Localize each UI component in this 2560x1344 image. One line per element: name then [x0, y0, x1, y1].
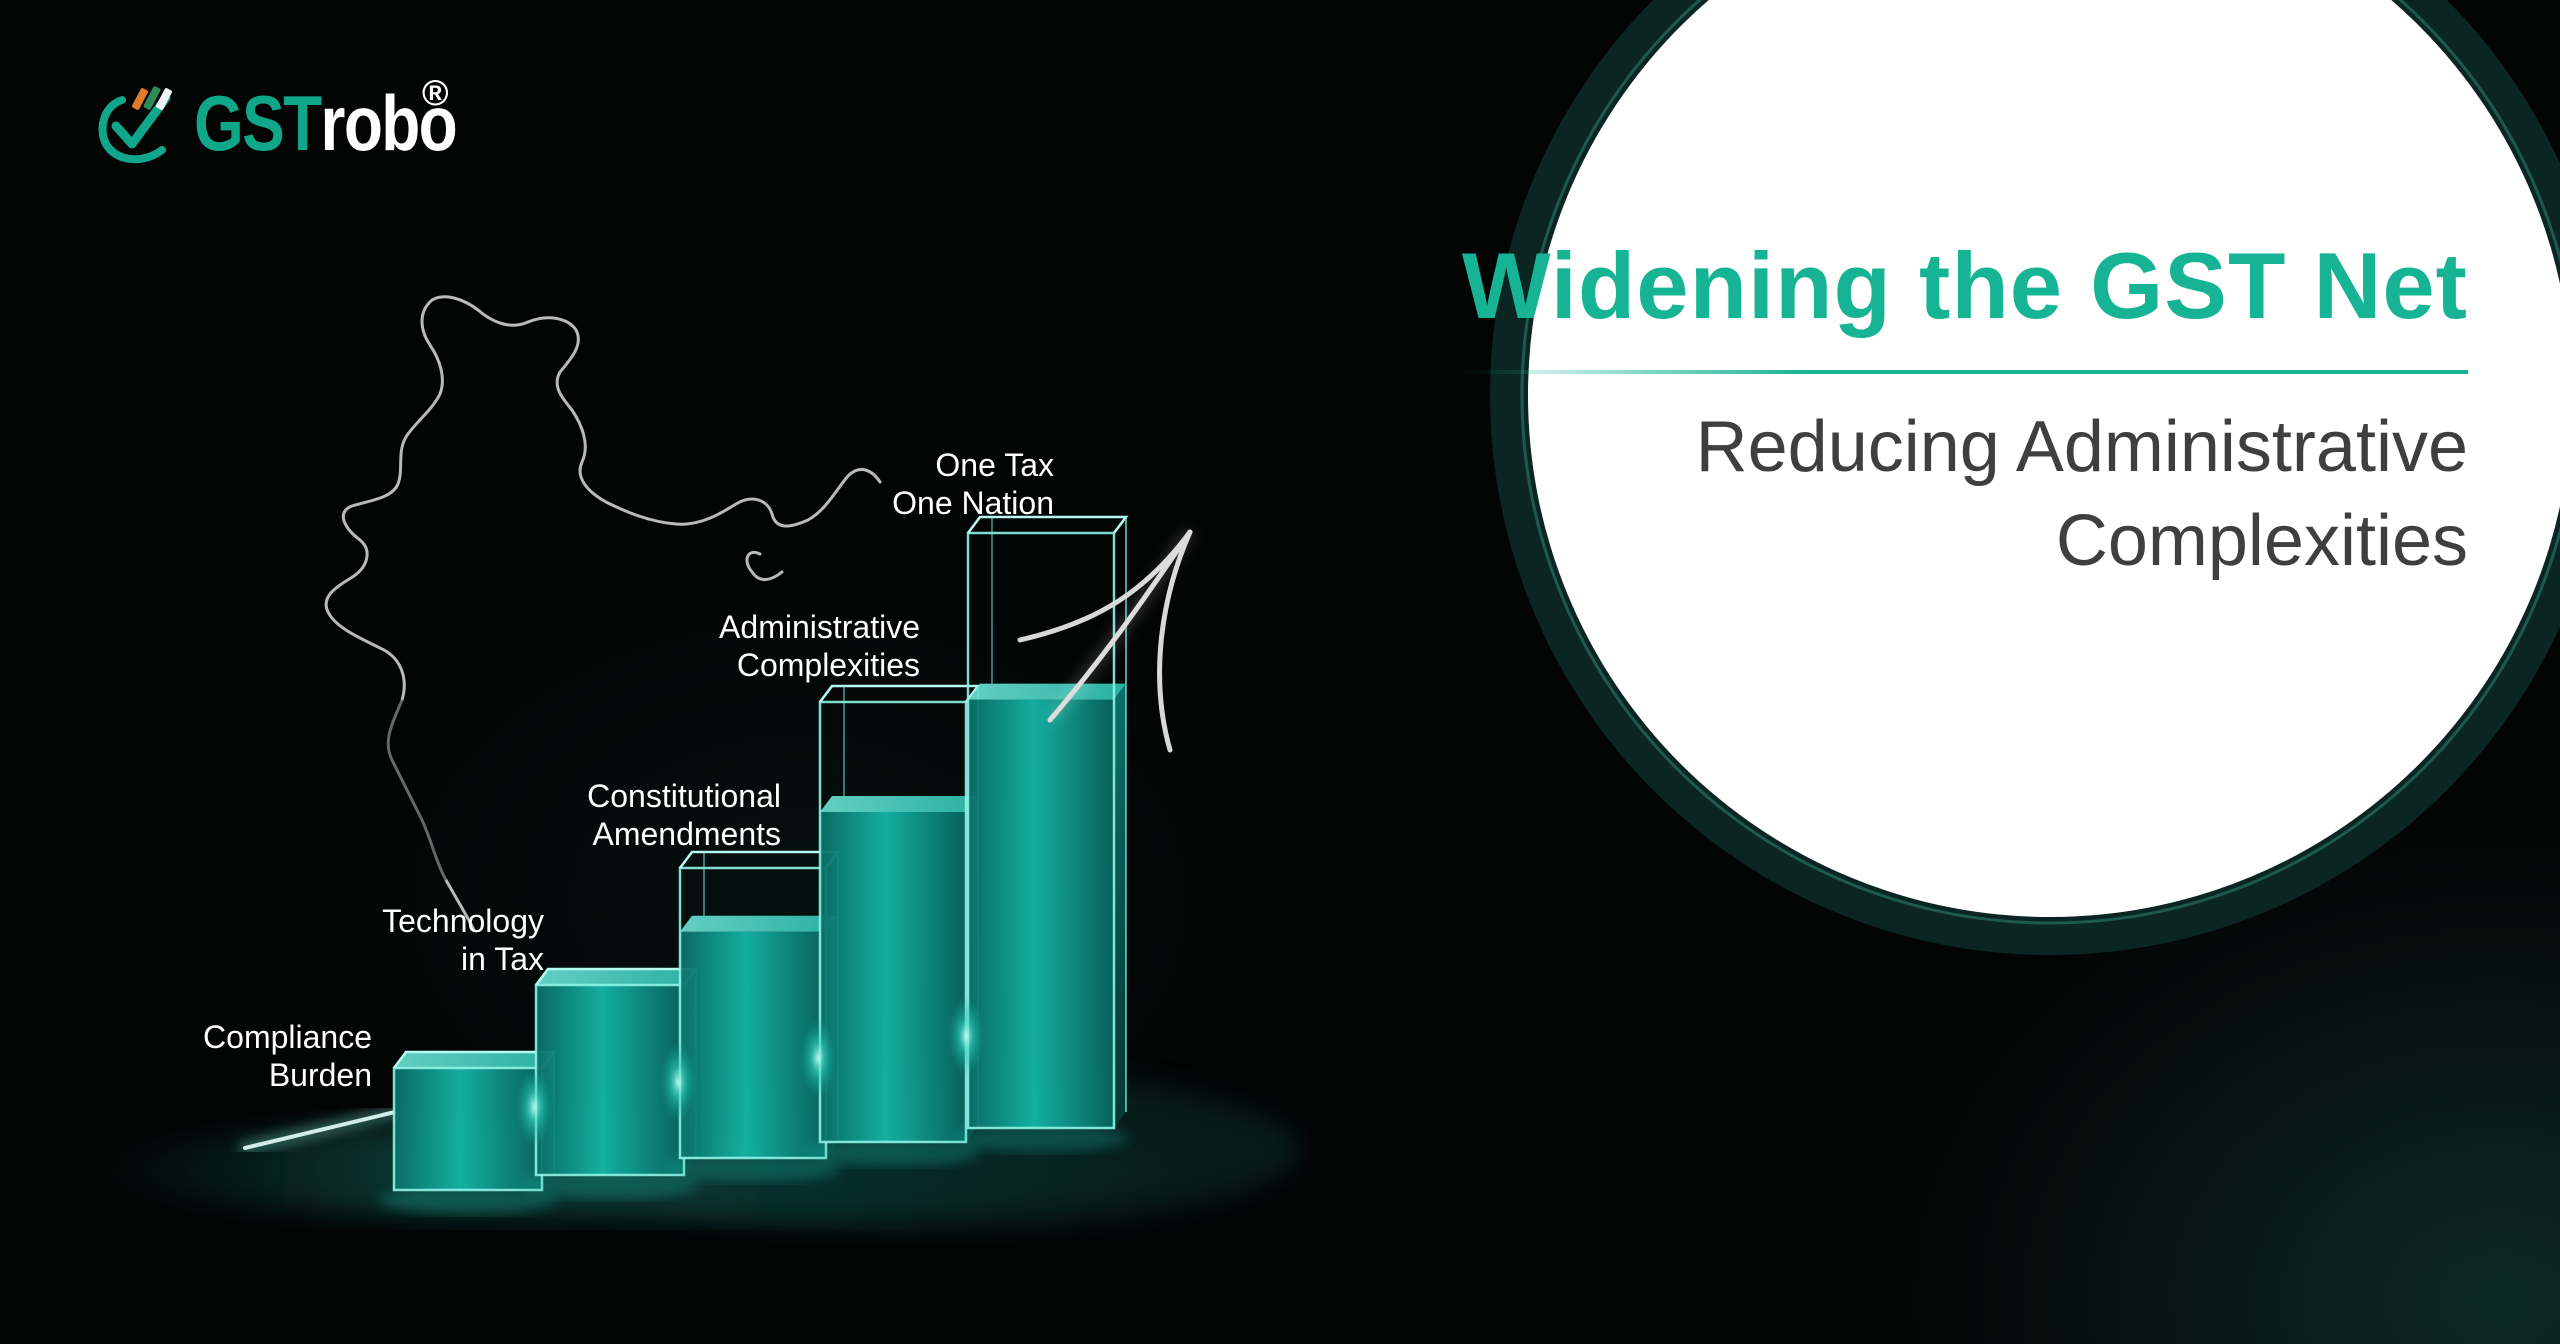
india-map-outline: [324, 295, 882, 932]
step-label-one-tax: One Tax One Nation: [892, 446, 1054, 522]
step-label-line: in Tax: [460, 941, 544, 977]
gstrobo-logo-icon: [98, 86, 172, 164]
bar-floor-glow: [805, 1138, 981, 1166]
step-label-line: Constitutional: [587, 778, 781, 814]
growth-arrow-icon: [1017, 528, 1196, 753]
bar-glow: [516, 1067, 552, 1147]
bar-glow: [800, 1018, 836, 1098]
bar-liquid-top: [536, 969, 696, 985]
bar-liquid-top: [680, 915, 838, 932]
subtitle-line-1: Reducing Administrative: [1695, 407, 2468, 487]
step-label-technology: Technology in Tax: [382, 902, 544, 978]
bar-floor-glow: [521, 1171, 699, 1199]
headline-subtitle: Reducing Administrative Complexities: [1696, 400, 2468, 588]
bar-liquid-top: [968, 683, 1126, 700]
step-label-line: One Nation: [892, 485, 1054, 521]
bar-liquid: [536, 985, 684, 1175]
bar-liquid: [968, 699, 1114, 1128]
step-label-constitutional: Constitutional Amendments: [587, 777, 781, 853]
step-label-line: One Tax: [935, 447, 1054, 483]
bar-floor-glow: [665, 1154, 841, 1182]
brand-name-gst: GST: [194, 78, 322, 167]
bar-liquid-top: [394, 1052, 554, 1068]
step-label-line: Complexities: [736, 647, 920, 683]
bar-floor-glow: [379, 1186, 557, 1214]
bar-chart: [379, 515, 1129, 1214]
bar-glass-front: [966, 531, 1116, 1130]
step-label-line: Amendments: [592, 816, 781, 852]
step-label-line: Administrative: [719, 609, 920, 645]
bar-liquid: [820, 812, 966, 1142]
bar-glass-front: [818, 700, 968, 1144]
step-label-compliance: Compliance Burden: [203, 1018, 372, 1094]
bar-liquid-top: [820, 796, 978, 812]
subtitle-line-2: Complexities: [2055, 501, 2468, 581]
bar-glow: [660, 1042, 696, 1122]
bar-glow: [948, 996, 984, 1076]
headline-title: Widening the GST Net: [1461, 233, 2468, 338]
bar-glass-top: [819, 684, 981, 703]
headline-divider: [1458, 370, 2468, 374]
step-label-line: Compliance: [203, 1019, 372, 1055]
step-label-administrative: Administrative Complexities: [719, 608, 920, 684]
bar-liquid-side: [1114, 683, 1126, 1128]
registered-mark: ®: [422, 72, 449, 113]
brand-name-robo: robo: [320, 78, 458, 167]
bar-floor-glow: [953, 1124, 1129, 1152]
step-label-line: Technology: [382, 903, 544, 939]
bar-glass-top: [967, 515, 1129, 534]
india-map-fade: [385, 699, 449, 882]
step-label-line: Burden: [268, 1057, 372, 1093]
white-circle: [1490, 0, 2560, 955]
bar-liquid: [394, 1068, 542, 1190]
